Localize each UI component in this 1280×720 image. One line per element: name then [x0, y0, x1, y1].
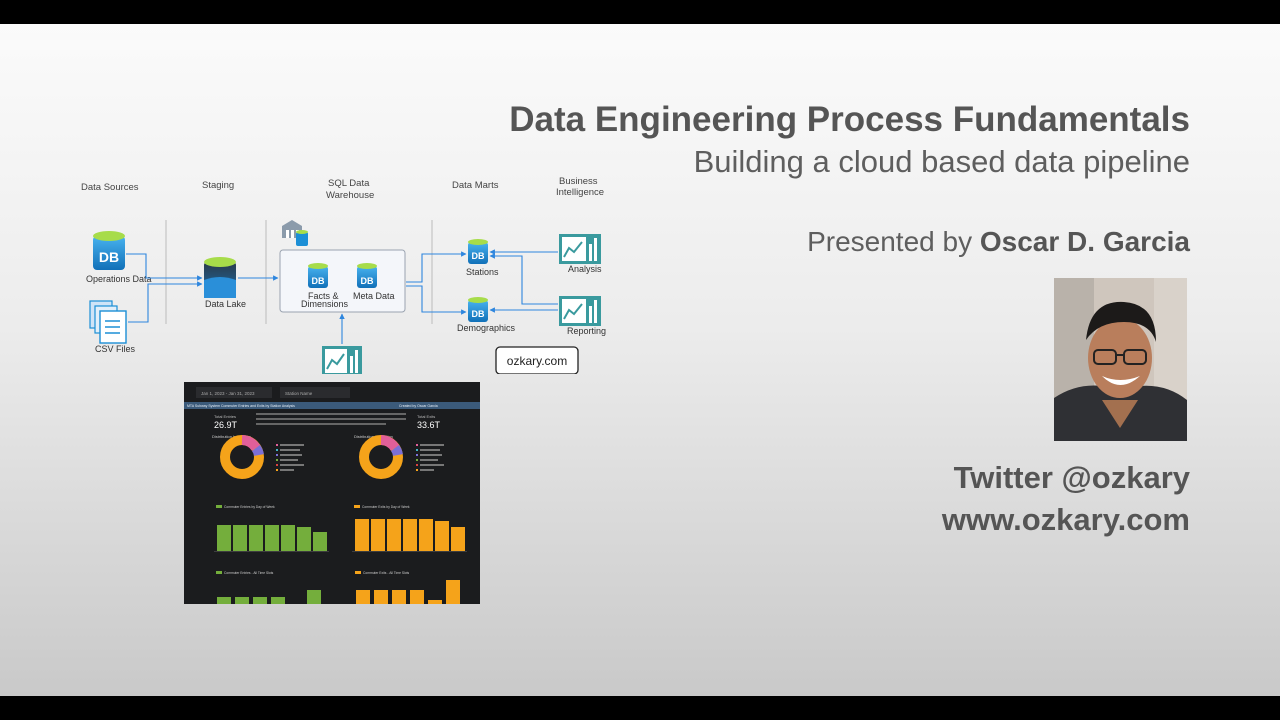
svg-text:DB: DB	[472, 309, 485, 319]
header-warehouse-2: Warehouse	[326, 190, 374, 201]
dash-banner-left: MTA Subway System Commuter Entries and E…	[187, 404, 295, 408]
header-data-marts: Data Marts	[452, 180, 499, 191]
slide-title: Data Engineering Process Fundamentals	[509, 100, 1190, 139]
label-analysis: Analysis	[568, 264, 602, 274]
csv-files-icon	[89, 300, 127, 344]
svg-text:DB: DB	[472, 251, 485, 261]
svg-text:DB: DB	[99, 249, 119, 265]
presenter-photo	[1054, 278, 1187, 441]
slide-subtitle: Building a cloud based data pipeline	[693, 144, 1190, 179]
dash-time-bars-right	[356, 580, 460, 604]
label-csv-files: CSV Files	[95, 344, 136, 354]
presented-by: Presented by Oscar D. Garcia	[807, 226, 1190, 258]
header-warehouse-1: SQL Data	[328, 178, 370, 189]
dash-entries-value: 26.9T	[214, 420, 238, 430]
label-operations-data: Operations Data	[86, 274, 152, 284]
demographics-db-icon: DB	[468, 297, 488, 322]
analysis-icon	[559, 234, 601, 264]
dash-exits-value: 33.6T	[417, 420, 441, 430]
dash-day-chart-right-title: Commuter Exits by Day of Week	[362, 505, 410, 509]
presented-prefix: Presented by	[807, 226, 973, 257]
slide: Data Sources Staging SQL Data Warehouse …	[0, 24, 1280, 696]
dash-time-chart-left-title: Commuter Entries - All Time Slots	[224, 571, 274, 575]
header-staging: Staging	[202, 180, 234, 191]
presenter-name: Oscar D. Garcia	[979, 226, 1190, 257]
architecture-diagram: Data Sources Staging SQL Data Warehouse …	[81, 176, 606, 374]
warehouse-icon	[282, 220, 308, 246]
ozkary-badge	[495, 346, 579, 374]
dashboard-screenshot: Jan 1, 2023 - Jan 31, 2023 Station Name …	[184, 382, 480, 604]
header-bi-1: Business	[559, 176, 598, 187]
label-facts-1: Facts &	[308, 291, 339, 301]
data-lake-icon	[204, 257, 236, 298]
stations-db-icon: DB	[468, 239, 488, 264]
meta-db-icon: DB	[357, 263, 377, 288]
svg-text:DB: DB	[312, 276, 325, 286]
dash-station-filter: Station Name	[285, 391, 313, 396]
reporting-icon	[559, 296, 601, 326]
dash-day-chart-left-title: Commuter Entries by Day of Week	[224, 505, 275, 509]
dash-day-bars-left	[217, 525, 327, 551]
label-reporting: Reporting	[567, 326, 606, 336]
label-meta-data: Meta Data	[353, 291, 395, 301]
dash-entries-label: Total Entries	[214, 414, 236, 419]
dash-banner-right: Created by Oscar Garcia	[399, 404, 438, 408]
twitter-handle: Twitter @ozkary	[953, 460, 1190, 495]
facts-db-icon: DB	[308, 263, 328, 288]
dash-date-range: Jan 1, 2023 - Jan 31, 2023	[201, 391, 255, 396]
operations-db-icon: DB	[93, 231, 125, 270]
ozkary-badge-text: ozkary.com	[507, 354, 567, 368]
dash-donut-right	[359, 435, 403, 479]
dash-dist-label-left: Distribution by Station	[212, 434, 251, 439]
svg-text:DB: DB	[361, 276, 374, 286]
label-demographics: Demographics	[457, 323, 516, 333]
dash-time-chart-right-title: Commuter Exits - All Time Slots	[363, 571, 410, 575]
header-data-sources: Data Sources	[81, 182, 139, 193]
website-url[interactable]: www.ozkary.com	[941, 502, 1190, 537]
label-facts-2: Dimensions	[301, 299, 349, 309]
label-data-lake: Data Lake	[205, 299, 246, 309]
dashboards-icon	[322, 346, 362, 374]
dashboard-svg: Jan 1, 2023 - Jan 31, 2023 Station Name …	[184, 382, 480, 604]
dash-donut-left	[220, 435, 264, 479]
dash-day-bars-right	[355, 519, 465, 551]
header-bi-2: Intelligence	[556, 187, 604, 198]
dash-legend-left	[276, 444, 304, 471]
dash-exits-label: Total Exits	[417, 414, 435, 419]
label-stations: Stations	[466, 267, 499, 277]
dash-legend-right	[416, 444, 444, 471]
dash-time-bars-left	[217, 590, 321, 604]
